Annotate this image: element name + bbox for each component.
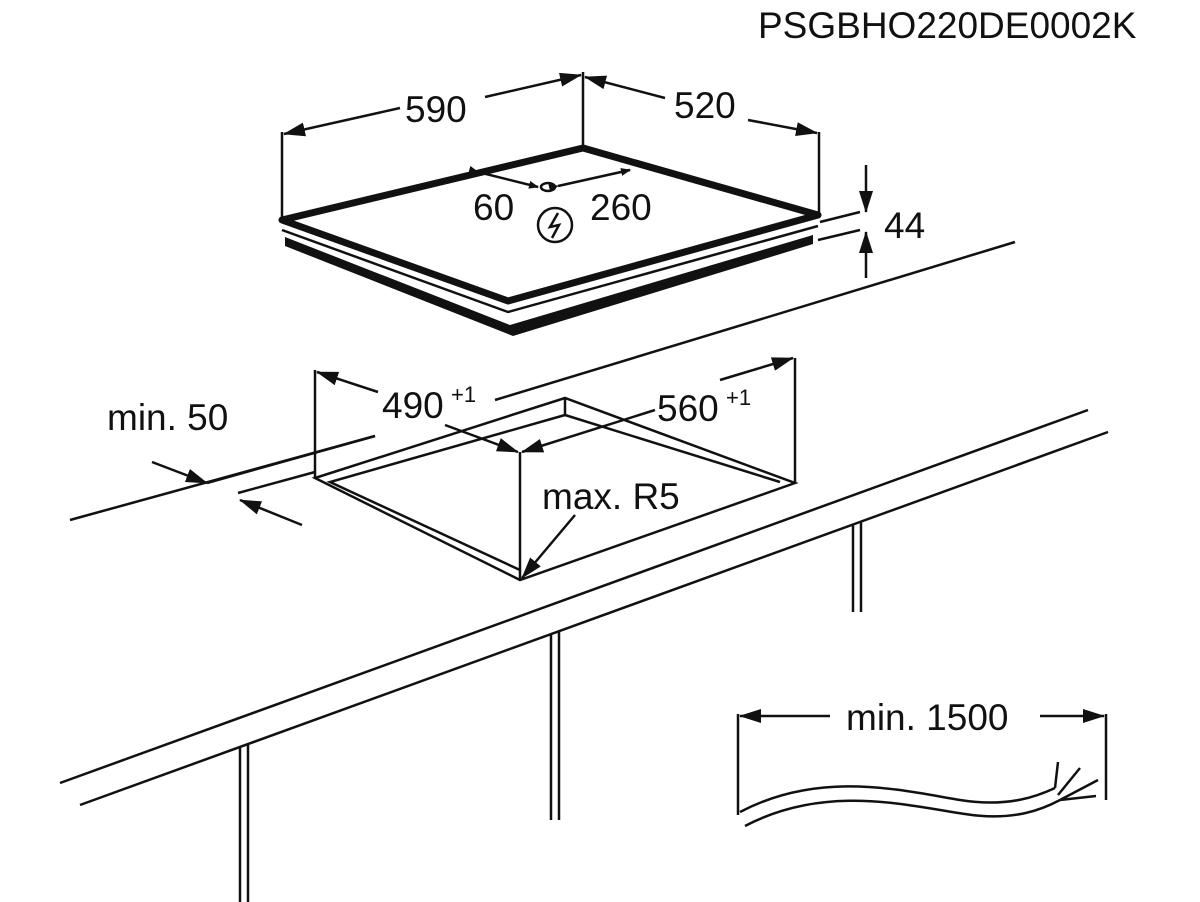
conn-left-label: 60	[473, 187, 514, 228]
radius-label: max. R5	[542, 476, 680, 517]
electric-hazard-icon	[536, 206, 574, 244]
conn-right-label: 260	[590, 187, 652, 228]
countertop	[59, 240, 1109, 902]
hob-depth-label: 520	[674, 85, 736, 126]
cutout-dimensions	[151, 356, 794, 579]
clearance-label: min. 50	[107, 397, 228, 438]
cable	[736, 709, 1108, 828]
model-code: PSGBHO220DE0002K	[758, 5, 1137, 46]
cutout-depth-label: 560	[657, 388, 719, 429]
hob-height-label: 44	[884, 205, 925, 246]
hob-width-label: 590	[405, 89, 467, 130]
cable-length-label: min. 1500	[846, 697, 1009, 738]
hob-dimensions	[280, 72, 873, 278]
cutout-width-label: 490	[382, 385, 444, 426]
hob	[278, 144, 822, 336]
cutout-width-tolerance: +1	[451, 382, 476, 407]
cutout-depth-tolerance: +1	[726, 385, 751, 410]
